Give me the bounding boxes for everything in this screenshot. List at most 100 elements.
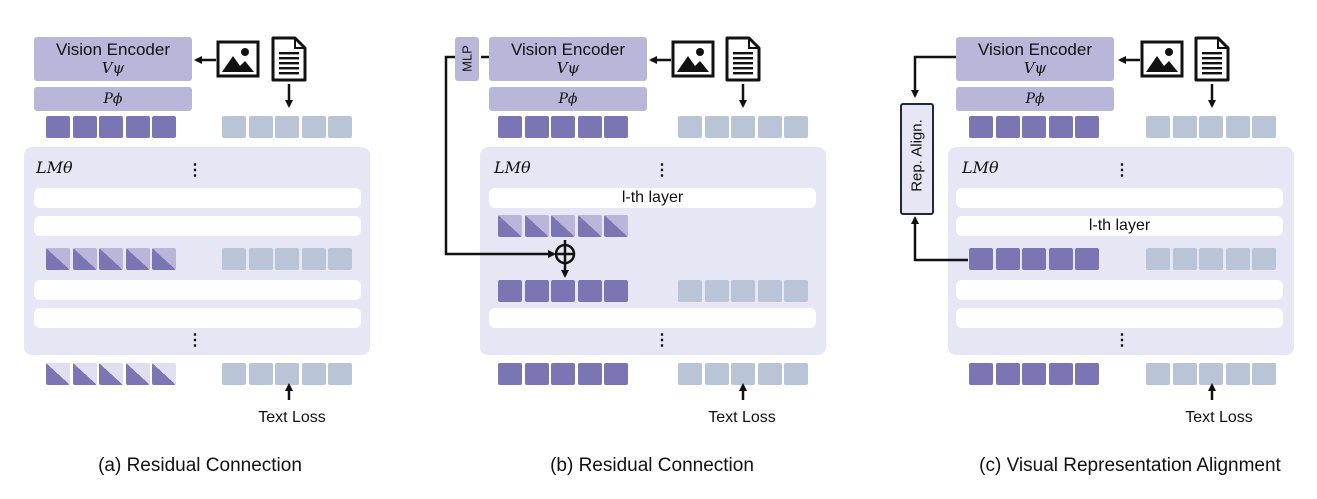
layer-bar — [956, 280, 1283, 300]
text-token — [301, 363, 326, 385]
image-icon — [671, 40, 715, 78]
text-loss-b: Text Loss — [708, 409, 776, 426]
caption-c: (c) Visual Representation Alignment — [979, 455, 1281, 476]
vision-token — [1048, 363, 1073, 385]
lm-label-b: LMθ — [494, 158, 531, 177]
lth-layer-label: l-th layer — [1088, 217, 1151, 234]
text-token — [704, 116, 729, 138]
text-token — [1146, 363, 1170, 385]
document-icon — [271, 36, 307, 82]
caption-a: (a) Residual Connection — [98, 455, 302, 476]
layer-bar — [34, 216, 361, 236]
text-token — [784, 363, 808, 385]
text-token — [678, 280, 702, 302]
layer-bar — [489, 308, 816, 328]
vision-token — [604, 280, 628, 302]
vision-token — [577, 280, 602, 302]
text-token — [248, 363, 273, 385]
text-token — [1146, 248, 1170, 270]
layer-bar — [34, 188, 361, 208]
mixed-vision-token — [498, 215, 522, 237]
text-token — [1225, 116, 1250, 138]
document-icon — [725, 36, 761, 82]
vision-encoder-label: Vision Encoder — [55, 40, 171, 59]
mixed-vision-token — [152, 248, 176, 270]
vision-token — [498, 116, 522, 138]
text-token — [275, 116, 299, 138]
vision-encoder-label: Vision Encoder — [977, 40, 1093, 59]
vision-encoder-symbol: Vψ — [556, 59, 580, 77]
vision-token — [995, 116, 1020, 138]
projector-b: Pϕ — [489, 87, 647, 111]
vision-encoder-a: Vision Encoder Vψ — [34, 37, 192, 81]
vision-token — [604, 363, 628, 385]
vision-token — [46, 116, 70, 138]
vision-token — [1022, 116, 1046, 138]
vision-token — [498, 280, 522, 302]
text-token — [757, 280, 782, 302]
text-token — [222, 116, 246, 138]
mixed-vision-token — [524, 215, 549, 237]
vision-token — [577, 363, 602, 385]
layer-bar — [34, 280, 361, 300]
text-token — [1199, 363, 1223, 385]
layer-bar — [956, 308, 1283, 328]
mixed-vision-token — [577, 215, 602, 237]
mixed-vision-token — [551, 215, 575, 237]
text-token — [731, 363, 755, 385]
text-token — [275, 248, 299, 270]
mixed-vision-token — [125, 248, 150, 270]
lm-label-c: LMθ — [962, 158, 999, 177]
vision-token — [72, 116, 97, 138]
vision-token — [995, 363, 1020, 385]
vision-token — [99, 116, 123, 138]
caption-b: (b) Residual Connection — [550, 455, 754, 476]
lth-layer-bar-c: l-th layer — [956, 216, 1283, 236]
vision-token — [1075, 248, 1099, 270]
text-token — [1225, 248, 1250, 270]
text-token — [222, 248, 246, 270]
mixed-vision-token — [46, 363, 70, 385]
lm-label-a: LMθ — [36, 158, 73, 177]
layer-bar — [956, 188, 1283, 208]
text-token — [784, 280, 808, 302]
mlp-box: MLP — [455, 37, 479, 81]
text-token — [248, 116, 273, 138]
vision-token — [577, 116, 602, 138]
vision-token — [524, 280, 549, 302]
vision-token — [551, 363, 575, 385]
vision-token — [1075, 116, 1099, 138]
vision-token — [1022, 248, 1046, 270]
vision-encoder-symbol: Vψ — [101, 59, 125, 77]
mixed-vision-token — [604, 215, 628, 237]
text-token — [301, 248, 326, 270]
text-token — [1199, 248, 1223, 270]
projector-c: Pϕ — [956, 87, 1114, 111]
text-token — [704, 363, 729, 385]
text-token — [328, 116, 352, 138]
text-token — [301, 116, 326, 138]
text-token — [1252, 248, 1276, 270]
lth-layer-bar-b: l-th layer — [489, 188, 816, 208]
vision-encoder-b: Vision Encoder Vψ — [489, 37, 647, 81]
mixed-vision-token — [125, 363, 150, 385]
vision-encoder-symbol: Vψ — [1023, 59, 1047, 77]
image-icon — [216, 40, 260, 78]
mixed-vision-token — [99, 363, 123, 385]
text-loss-c: Text Loss — [1185, 409, 1253, 426]
text-token — [678, 363, 702, 385]
text-token — [1172, 363, 1197, 385]
text-token — [1199, 116, 1223, 138]
vision-token — [969, 116, 993, 138]
text-token — [704, 280, 729, 302]
mixed-vision-token — [99, 248, 123, 270]
vision-token — [125, 116, 150, 138]
vision-token — [1022, 363, 1046, 385]
mixed-vision-token — [152, 363, 176, 385]
text-loss-a: Text Loss — [258, 409, 326, 426]
text-token — [328, 363, 352, 385]
text-token — [328, 248, 352, 270]
text-token — [1146, 116, 1170, 138]
document-icon — [1194, 36, 1230, 82]
